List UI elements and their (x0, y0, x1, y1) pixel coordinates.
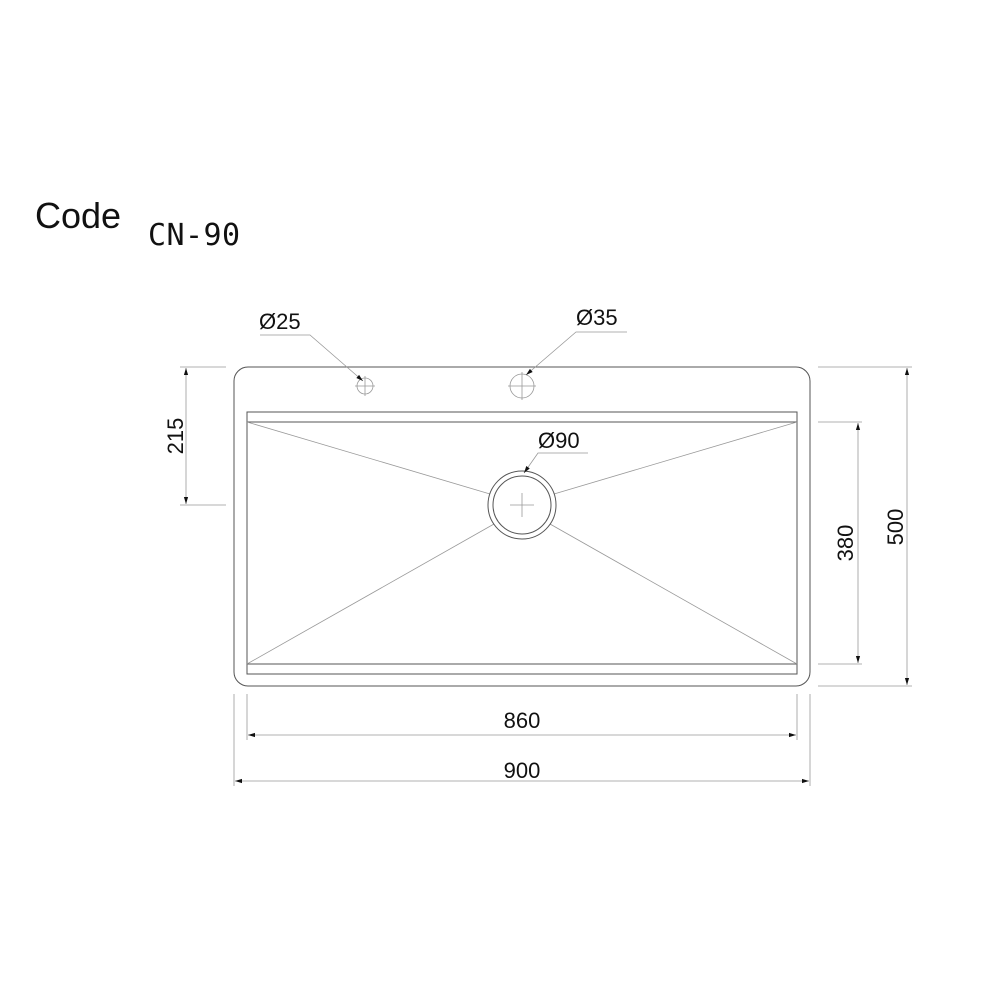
drain-icon (487, 470, 557, 540)
bowl-slope-lines (246, 421, 798, 665)
hole-small-leader (260, 334, 364, 382)
dimension-900: 900 (504, 758, 541, 783)
drain-leader (523, 452, 588, 474)
code-label: Code (35, 195, 121, 236)
dimension-380: 380 (833, 525, 858, 562)
tap-hole-small-icon (355, 376, 375, 396)
tap-hole-large-icon (508, 372, 536, 400)
drain-callout: Ø90 (538, 428, 580, 453)
hole-large-leader (525, 331, 627, 376)
model-code: CN-90 (148, 218, 240, 253)
sink-outer-outline (233, 366, 811, 687)
dimension-215: 215 (163, 418, 188, 455)
dimension-500: 500 (883, 509, 908, 546)
dimension-860: 860 (504, 708, 541, 733)
hole-small-callout: Ø25 (259, 309, 301, 334)
hole-large-callout: Ø35 (576, 305, 618, 330)
sink-bowl-outline (246, 411, 798, 675)
